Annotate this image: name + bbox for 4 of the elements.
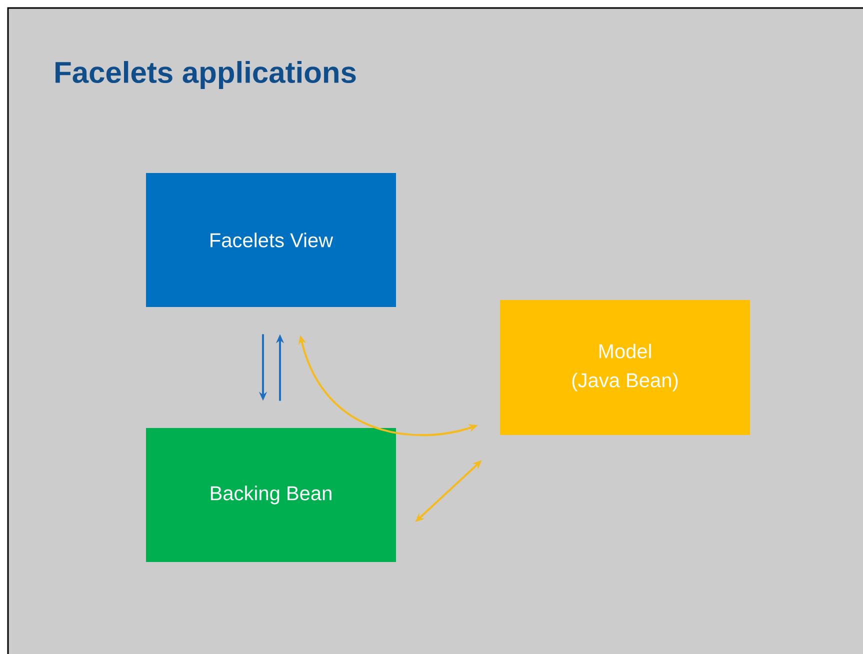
process-box: Model (Java Bean)	[500, 300, 750, 435]
title: Facelets applications	[56, 61, 356, 89]
process-box: Backing Bean	[146, 428, 396, 562]
process-box: Facelets View	[146, 173, 396, 307]
